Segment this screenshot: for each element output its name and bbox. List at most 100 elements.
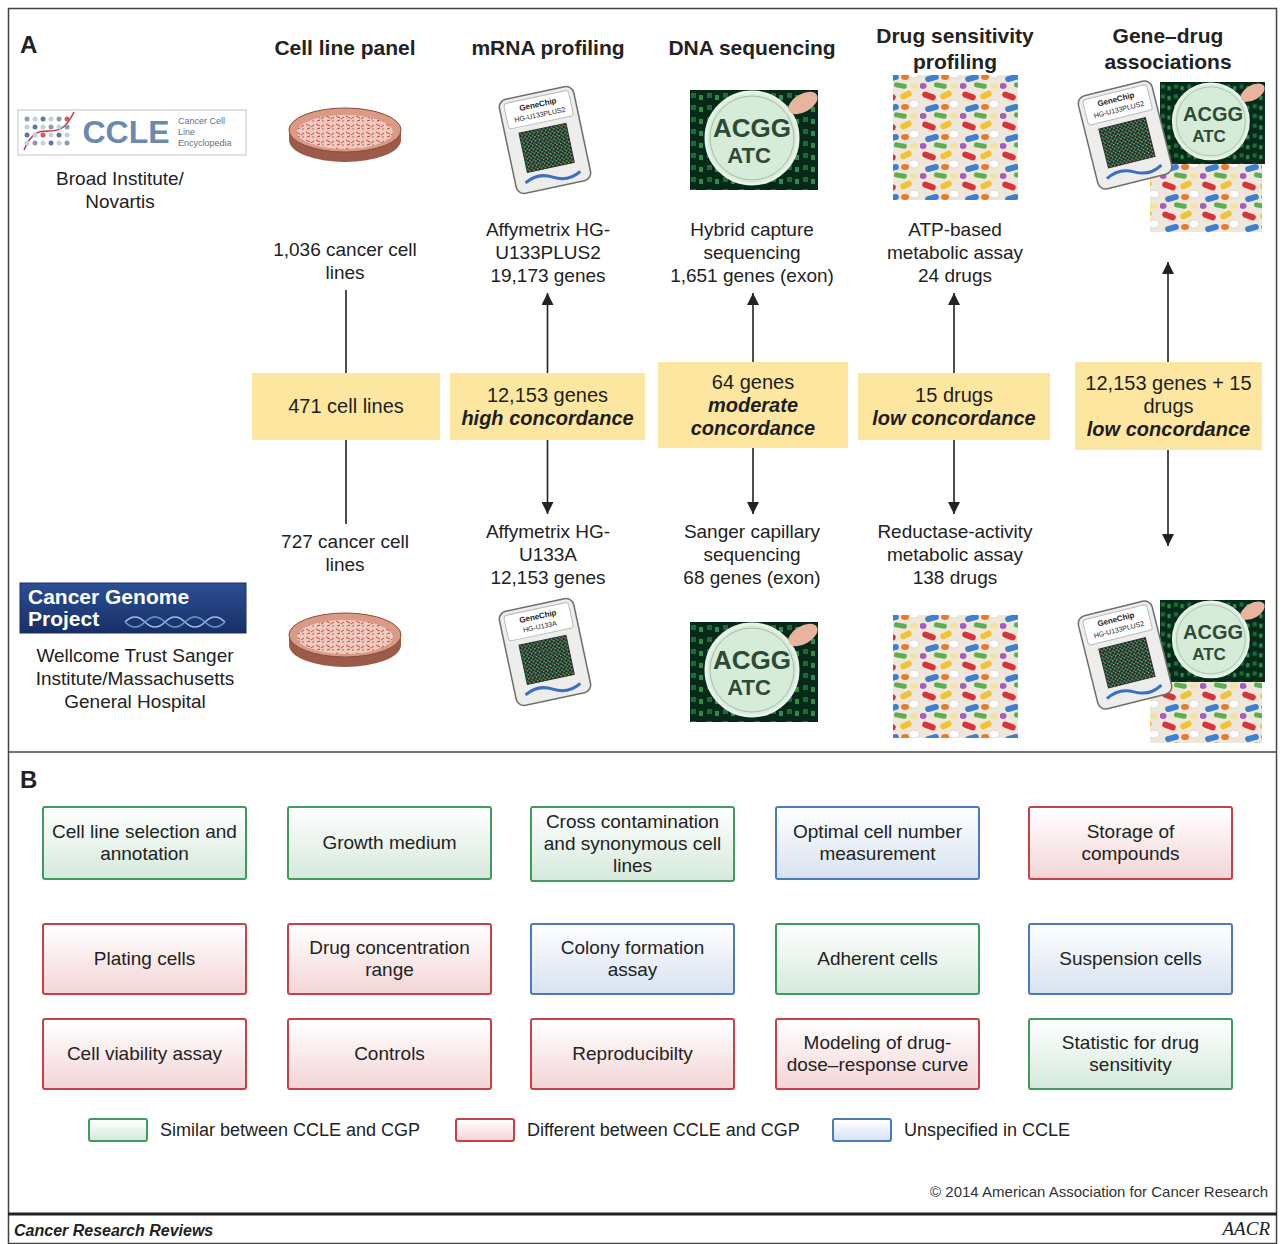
text-node: ATP-based metabolic assay24 drugs — [875, 218, 1035, 287]
factor-box: Statistic for drug sensitivity — [1028, 1018, 1233, 1090]
node-text: Colony formation assay — [540, 937, 725, 981]
ccle-logo — [65, 125, 70, 130]
node-text: 15 drugs — [915, 384, 993, 407]
node-text: Optimal cell number measurement — [785, 821, 970, 865]
ccle-logo — [57, 141, 62, 146]
publisher-logo: AACR — [1223, 1217, 1271, 1240]
node-text: Cell line selection and annotation — [52, 821, 237, 865]
text-node: 727 cancer cell lines — [270, 530, 420, 576]
ccle-logo — [18, 110, 246, 155]
ccle-logo — [65, 133, 70, 138]
sequence-letters: ATC — [727, 675, 771, 701]
node-text: 138 drugs — [913, 566, 998, 589]
ccle-logo — [57, 117, 62, 122]
sequence-letters: ACGG — [713, 645, 791, 676]
node-text: 24 drugs — [918, 264, 992, 287]
concordance-box: 12,153 genes + 15 drugslow concordance — [1075, 362, 1262, 450]
gene-drug-collage — [1160, 80, 1268, 164]
connector — [345, 440, 347, 524]
ccle-logo — [33, 141, 38, 146]
gene-drug-collage — [1160, 598, 1268, 682]
node-text: Storage of compounds — [1038, 821, 1223, 865]
gene-chip — [498, 597, 592, 707]
text-node: Affymetrix HG-U133PLUS219,173 genes — [468, 218, 628, 287]
gene-chip — [498, 85, 592, 195]
node-text: 1,036 cancer cell lines — [270, 238, 420, 284]
cgp-logo — [125, 617, 225, 627]
ccle-logo — [33, 117, 38, 122]
panel-letter: A — [20, 30, 37, 59]
legend-text: Similar between CCLE and CGP — [160, 1118, 420, 1142]
node-text: Reductase-activity metabolic assay — [870, 520, 1040, 566]
concordance-box: 64 genesmoderate concordance — [658, 362, 848, 448]
factor-box: Colony formation assay — [530, 923, 735, 995]
text-node: Sanger capillary sequencing68 genes (exo… — [665, 520, 840, 589]
ccle-logo — [25, 133, 30, 138]
factor-box: Cell line selection and annotation — [42, 806, 247, 880]
concordance-box: 471 cell lines — [252, 373, 440, 440]
column-header: Cell line panel — [274, 35, 415, 60]
column-header: Drug sensitivity profiling — [855, 23, 1055, 75]
connector — [345, 290, 347, 373]
node-text: ATP-based metabolic assay — [875, 218, 1035, 264]
node-text: 471 cell lines — [288, 395, 404, 418]
text-node: Affymetrix HG-U133A12,153 genes — [473, 520, 623, 589]
legend-swatch — [455, 1118, 515, 1142]
ccle-logo — [65, 117, 70, 122]
connector — [953, 440, 955, 514]
legend-text: Unspecified in CCLE — [904, 1118, 1070, 1142]
node-text: Drug concentration range — [297, 937, 482, 981]
connector — [547, 293, 549, 373]
sequence-letters: ACGG — [713, 113, 791, 144]
sequence-letters: ACGG — [1183, 102, 1243, 126]
ccle-logo — [57, 125, 62, 130]
node-text: Controls — [354, 1043, 425, 1065]
association-arrow — [1167, 262, 1169, 362]
connector — [752, 293, 754, 362]
column-header: Gene–drug associations — [1083, 23, 1253, 75]
legend-swatch — [88, 1118, 148, 1142]
institution-name: Wellcome Trust Sanger Institute/Massachu… — [23, 644, 248, 713]
logo-subtext: Cancer Cell Line Encyclopedia — [178, 116, 242, 149]
node-text: Hybrid capture sequencing — [660, 218, 845, 264]
journal-name: Cancer Research Reviews — [14, 1221, 213, 1240]
ccle-logo — [49, 125, 54, 130]
node-text: Affymetrix HG-U133A — [473, 520, 623, 566]
node-text: Modeling of drug-dose–response curve — [785, 1032, 970, 1076]
copyright-note: © 2014 American Association for Cancer R… — [930, 1183, 1268, 1201]
node-text: moderate concordance — [662, 394, 844, 440]
cgp-logo — [20, 583, 246, 633]
node-text: Plating cells — [94, 948, 195, 970]
factor-box: Controls — [287, 1018, 492, 1090]
ccle-logo — [49, 141, 54, 146]
column-header: mRNA profiling — [471, 35, 624, 60]
ccle-logo — [25, 125, 30, 130]
ccle-logo — [41, 125, 46, 130]
node-text: 12,153 genes — [487, 384, 608, 407]
factor-box: Storage of compounds — [1028, 806, 1233, 880]
gene-drug-collage — [1077, 79, 1174, 191]
ccle-logo — [49, 117, 54, 122]
node-text: 12,153 genes — [490, 566, 605, 589]
sequencing-image — [690, 619, 821, 722]
sequence-letters: ATC — [727, 143, 771, 169]
ccle-logo — [41, 141, 46, 146]
node-text: high concordance — [461, 407, 633, 430]
factor-box: Modeling of drug-dose–response curve — [775, 1018, 980, 1090]
concordance-box: 12,153 geneshigh concordance — [450, 373, 645, 440]
node-text: 64 genes — [712, 371, 794, 394]
figure-frame — [9, 9, 1277, 1244]
ccle-logo — [24, 112, 74, 150]
node-text: 19,173 genes — [490, 264, 605, 287]
node-text: 1,651 genes (exon) — [670, 264, 834, 287]
sequence-letters: ACGG — [1183, 620, 1243, 644]
sequencing-image — [690, 87, 821, 190]
drug-pills — [893, 615, 1018, 738]
panel-letter: B — [20, 765, 37, 794]
text-node: Hybrid capture sequencing1,651 genes (ex… — [660, 218, 845, 287]
node-text: Suspension cells — [1059, 948, 1202, 970]
cgp-logo — [125, 617, 225, 627]
node-text: 727 cancer cell lines — [270, 530, 420, 576]
ccle-logo — [18, 110, 246, 155]
